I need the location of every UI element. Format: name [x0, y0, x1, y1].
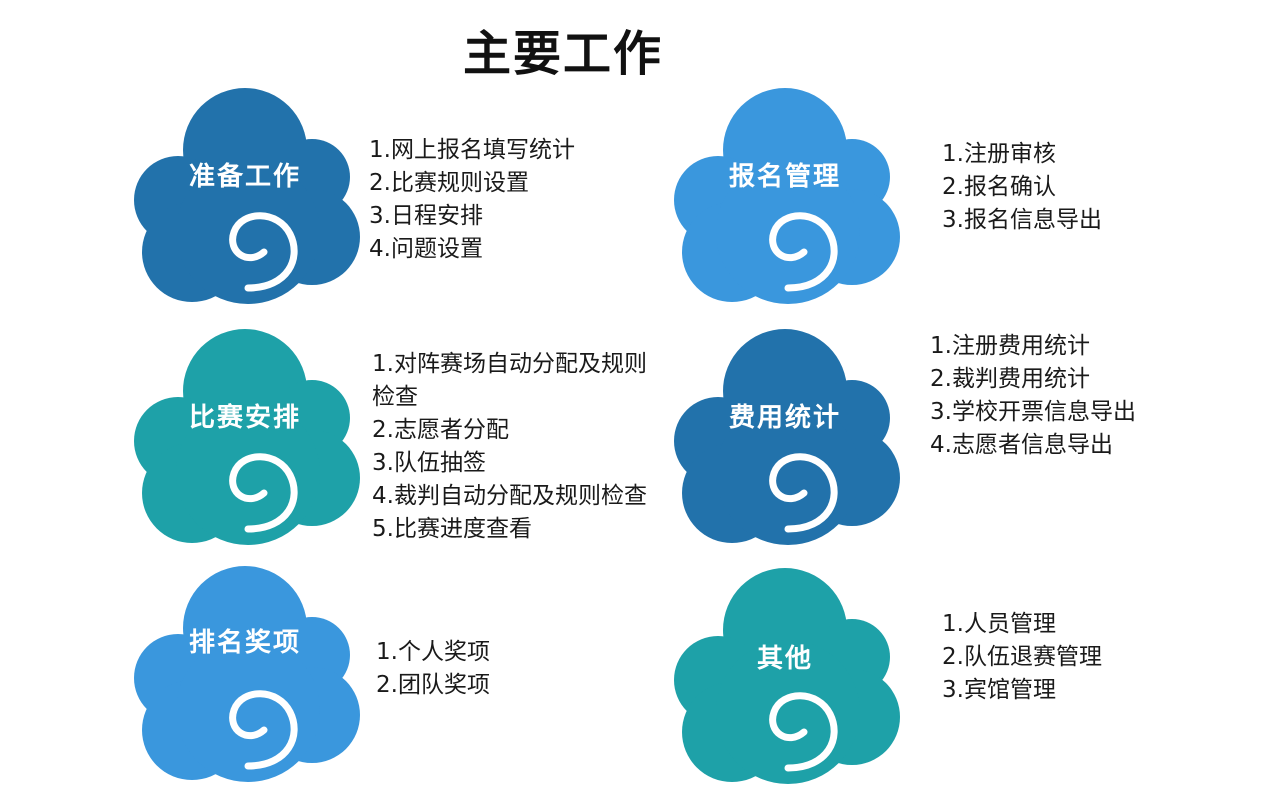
cloud-rankings-awards: 排名奖项 — [130, 560, 360, 790]
list-rankings-awards: 1.个人奖项 2.团队奖项 — [376, 636, 490, 702]
list-other: 1.人员管理 2.队伍退赛管理 3.宾馆管理 — [942, 608, 1102, 707]
cloud-registration: 报名管理 — [670, 82, 900, 312]
cloud-swirl-icon — [134, 566, 360, 782]
cloud-label-match-arrangement: 比赛安排 — [188, 403, 301, 433]
list-item: 3.报名信息导出 — [942, 207, 1102, 233]
cloud-label-rankings-awards: 排名奖项 — [188, 628, 301, 658]
list-registration: 1.注册审核 2.报名确认 3.报名信息导出 — [942, 138, 1102, 237]
list-item: 1.注册审核 — [942, 141, 1056, 167]
list-item: 2.裁判费用统计 — [930, 366, 1090, 392]
list-fee-statistics: 1.注册费用统计 2.裁判费用统计 3.学校开票信息导出 4.志愿者信息导出 — [930, 330, 1136, 462]
list-item: 4.裁判自动分配及规则检查 — [372, 483, 647, 509]
list-item: 2.团队奖项 — [376, 672, 490, 698]
list-item: 1.对阵赛场自动分配及规则 — [372, 351, 647, 377]
list-item: 4.志愿者信息导出 — [930, 432, 1113, 458]
list-item: 1.人员管理 — [942, 611, 1056, 637]
list-item: 1.注册费用统计 — [930, 333, 1090, 359]
list-item: 1.网上报名填写统计 — [369, 137, 575, 163]
cloud-label-fee-statistics: 费用统计 — [728, 403, 841, 433]
cloud-swirl-icon — [674, 568, 900, 784]
list-item: 3.学校开票信息导出 — [930, 399, 1136, 425]
page-title: 主要工作 — [462, 26, 663, 82]
list-preparation: 1.网上报名填写统计 2.比赛规则设置 3.日程安排 4.问题设置 — [369, 134, 575, 266]
list-item: 3.队伍抽签 — [372, 450, 486, 476]
cloud-label-preparation: 准备工作 — [188, 162, 301, 192]
cloud-fee-statistics: 费用统计 — [670, 323, 900, 553]
cloud-swirl-icon — [134, 88, 360, 304]
cloud-swirl-icon — [674, 88, 900, 304]
cloud-swirl-icon — [134, 329, 360, 545]
list-item: 2.志愿者分配 — [372, 417, 509, 443]
list-item: 检查 — [372, 384, 418, 410]
list-item: 2.比赛规则设置 — [369, 170, 529, 196]
cloud-other: 其他 — [670, 562, 900, 792]
list-item: 2.队伍退赛管理 — [942, 644, 1102, 670]
cloud-match-arrangement: 比赛安排 — [130, 323, 360, 553]
list-match-arrangement: 1.对阵赛场自动分配及规则 检查 2.志愿者分配 3.队伍抽签 4.裁判自动分配… — [372, 348, 647, 546]
cloud-label-other: 其他 — [756, 644, 813, 674]
list-item: 3.宾馆管理 — [942, 677, 1056, 703]
list-item: 4.问题设置 — [369, 236, 483, 262]
cloud-swirl-icon — [674, 329, 900, 545]
list-item: 5.比赛进度查看 — [372, 516, 532, 542]
cloud-preparation: 准备工作 — [130, 82, 360, 312]
list-item: 3.日程安排 — [369, 203, 483, 229]
list-item: 2.报名确认 — [942, 174, 1056, 200]
cloud-label-registration: 报名管理 — [728, 162, 841, 192]
list-item: 1.个人奖项 — [376, 639, 490, 665]
